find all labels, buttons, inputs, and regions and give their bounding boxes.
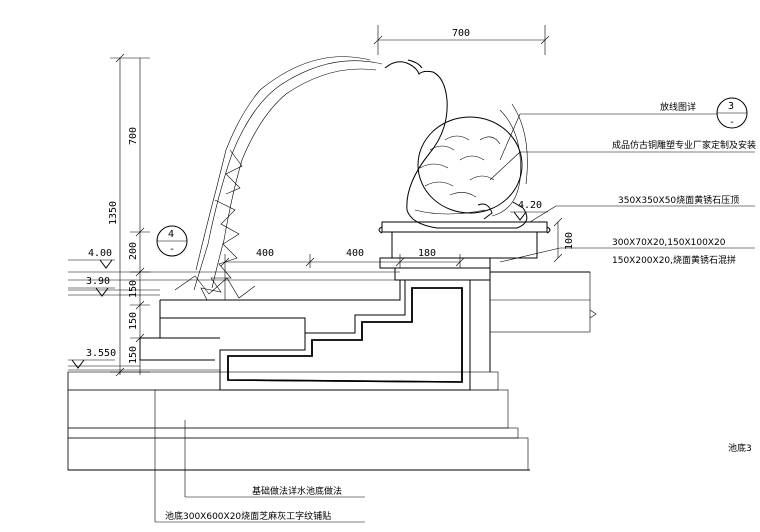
dim-sculpture-700: 700 [128, 127, 139, 145]
coping-stone-1 [394, 267, 491, 281]
dim-step-150-b: 150 [128, 312, 139, 330]
note-cap: 350X350X50烧面黄锈石压顶 [618, 194, 739, 206]
dim-width-180: 180 [418, 248, 436, 259]
callout-4-number: 4 [168, 229, 174, 240]
elevation-3-550: 3.550 [86, 348, 116, 359]
elevation-markers [68, 211, 548, 369]
pool-structure [68, 257, 491, 391]
soil-layer [67, 437, 529, 471]
right-ground-gravel [489, 271, 591, 333]
dim-pedestal-100: 100 [564, 232, 575, 250]
elevation-3-90: 3.90 [86, 276, 110, 287]
note-swan: 成品仿古铜雕塑专业厂家定制及安装 [612, 139, 756, 151]
note-coping-2: 150X200X20,烧面黄锈石混拼 [612, 254, 736, 266]
swan-pedestal [378, 221, 551, 259]
dim-width-400-b: 400 [346, 248, 364, 259]
note-base: 基础做法详水池底做法 [252, 485, 342, 497]
concrete-layer [67, 389, 509, 429]
dimension-lines [110, 25, 563, 377]
callout-4: 4 - [156, 225, 188, 257]
dim-total-1350: 1350 [108, 201, 119, 225]
dim-top-700: 700 [452, 28, 470, 39]
callout-3-sheet: - [729, 117, 735, 128]
water-jet [174, 56, 383, 301]
pedestal-body [391, 231, 538, 259]
foundation-layers [67, 271, 597, 471]
elevation-4-20: 4.20 [518, 200, 542, 211]
note-coping: 300X70X20,150X100X20 [612, 238, 726, 248]
note-edge: 池底3 [728, 442, 752, 454]
dim-base-200: 200 [128, 242, 139, 260]
step-1 [160, 280, 401, 301]
swan-sculpture [384, 59, 528, 229]
step-2 [160, 317, 306, 338]
swan-wing [417, 116, 523, 214]
note-fountain: 放线图详 [660, 101, 696, 113]
elevation-4-00: 4.00 [88, 248, 112, 259]
note-floor: 池底300X600X20烧面芝麻灰工字纹铺贴 [165, 510, 331, 522]
dim-step-150-a: 150 [128, 280, 139, 298]
dim-step-150-c: 150 [128, 346, 139, 364]
callout-3-number: 3 [728, 101, 734, 112]
pool-wall-hatched [219, 279, 471, 391]
leader-lines [154, 113, 755, 523]
dim-width-400-a: 400 [256, 248, 274, 259]
sand-layer [67, 427, 519, 439]
callout-4-sheet: - [169, 244, 175, 255]
coping-stone-2 [379, 257, 491, 269]
pedestal-cap [381, 221, 548, 233]
callout-3: 3 - [716, 97, 748, 129]
